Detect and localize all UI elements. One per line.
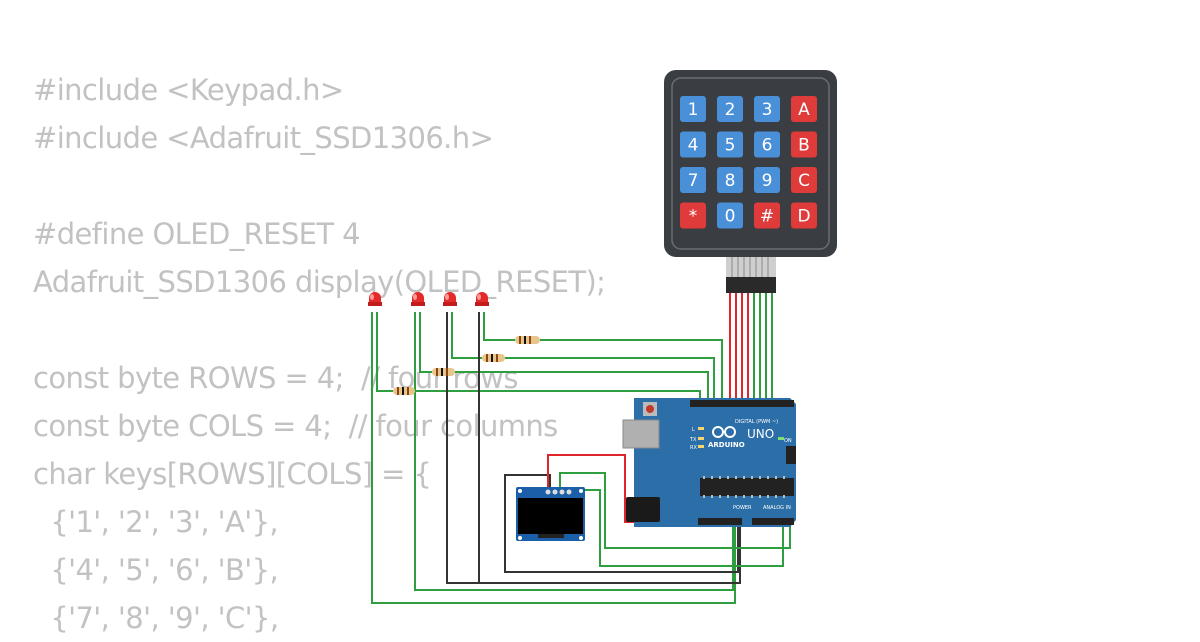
l-label: L — [692, 427, 695, 433]
infinity-logo — [712, 426, 736, 438]
digital-header — [690, 400, 794, 407]
keypad-key[interactable]: D — [791, 202, 817, 229]
keypad-keys: 1 2 3 A 4 5 6 B 7 8 9 C * 0 # D — [680, 96, 817, 229]
keypad-key-label: * — [689, 207, 698, 227]
code-line: #define OLED_RESET 4 — [33, 217, 361, 251]
tx-label: TX — [689, 437, 697, 443]
code-line: {'7', '8', '9', 'C'}, — [33, 601, 279, 635]
keypad-key-label: 4 — [688, 136, 699, 156]
keypad-key-label: 2 — [725, 100, 736, 120]
keypad-key[interactable]: C — [791, 167, 817, 193]
keypad-key[interactable]: 2 — [717, 96, 743, 122]
keypad[interactable]: 1 2 3 A 4 5 6 B 7 8 9 C * 0 # D — [664, 70, 837, 257]
resistor — [482, 354, 505, 362]
resistor — [432, 368, 455, 376]
on-label: ON — [784, 438, 792, 444]
oled-pins — [545, 489, 572, 495]
led-red[interactable] — [443, 292, 457, 306]
keypad-key[interactable]: # — [754, 202, 780, 229]
oled-screen — [518, 498, 583, 534]
code-line: {'1', '2', '3', 'A'}, — [33, 505, 279, 539]
keypad-key[interactable]: B — [791, 131, 817, 158]
digital-label: DIGITAL (PWM ~) — [735, 419, 778, 425]
keypad-key-label: 5 — [725, 136, 736, 156]
keypad-key[interactable]: 1 — [680, 96, 706, 122]
keypad-key[interactable]: 4 — [680, 131, 706, 158]
code-line: const byte COLS = 4; // four columns — [33, 409, 558, 443]
code-line: char keys[ROWS][COLS] = { — [33, 457, 432, 491]
keypad-inner-border — [671, 77, 830, 250]
keypad-key[interactable]: 7 — [680, 167, 706, 193]
icsp-header — [786, 446, 796, 464]
keypad-key-label: 9 — [762, 171, 773, 191]
usb-port — [622, 419, 660, 449]
board-model: UNO — [747, 427, 774, 441]
oled-display[interactable] — [516, 487, 585, 541]
keypad-key-label: 7 — [688, 171, 699, 191]
code-line: {'4', '5', '6', 'B'}, — [33, 553, 279, 587]
keypad-key-label: 3 — [762, 100, 773, 120]
keypad-connector — [726, 257, 776, 293]
analog-header — [752, 518, 794, 525]
keypad-key[interactable]: 9 — [754, 167, 780, 193]
arduino-uno-board[interactable]: UNO ARDUINO DIGITAL (PWM ~) POWER ANALOG… — [622, 398, 796, 527]
keypad-key[interactable]: 3 — [754, 96, 780, 122]
keypad-key[interactable]: A — [791, 96, 817, 122]
resistor — [393, 387, 415, 395]
power-label: POWER — [733, 505, 752, 511]
led-red[interactable] — [475, 292, 489, 306]
keypad-key-label: A — [798, 100, 810, 120]
led-red[interactable] — [368, 292, 382, 306]
oled-wires — [504, 454, 791, 573]
keypad-key-label: 1 — [688, 100, 699, 120]
keypad-key-label: C — [798, 171, 810, 191]
atmega-chip — [700, 478, 794, 496]
keypad-key-label: B — [798, 136, 810, 156]
code-line: #include <Keypad.h> — [33, 73, 344, 107]
led-red[interactable] — [411, 292, 425, 306]
rx-label: RX — [690, 445, 697, 451]
code-line: const byte ROWS = 4; // four rows — [33, 361, 519, 395]
keypad-key[interactable]: 6 — [754, 131, 780, 158]
keypad-key-label: 6 — [762, 136, 773, 156]
analog-label: ANALOG IN — [763, 505, 791, 511]
keypad-wires — [729, 293, 773, 404]
keypad-key-label: # — [760, 207, 774, 227]
keypad-key-label: 0 — [725, 207, 736, 227]
board-brand: ARDUINO — [708, 441, 745, 449]
keypad-key[interactable]: 0 — [717, 202, 743, 229]
resistor — [515, 336, 540, 344]
keypad-key[interactable]: 5 — [717, 131, 743, 158]
keypad-key[interactable]: * — [680, 202, 706, 229]
power-jack — [626, 497, 660, 522]
code-line: #include <Adafruit_SSD1306.h> — [33, 121, 494, 155]
power-header — [698, 518, 742, 525]
keypad-key-label: D — [797, 207, 810, 227]
keypad-key[interactable]: 8 — [717, 167, 743, 193]
keypad-key-label: 8 — [725, 171, 736, 191]
